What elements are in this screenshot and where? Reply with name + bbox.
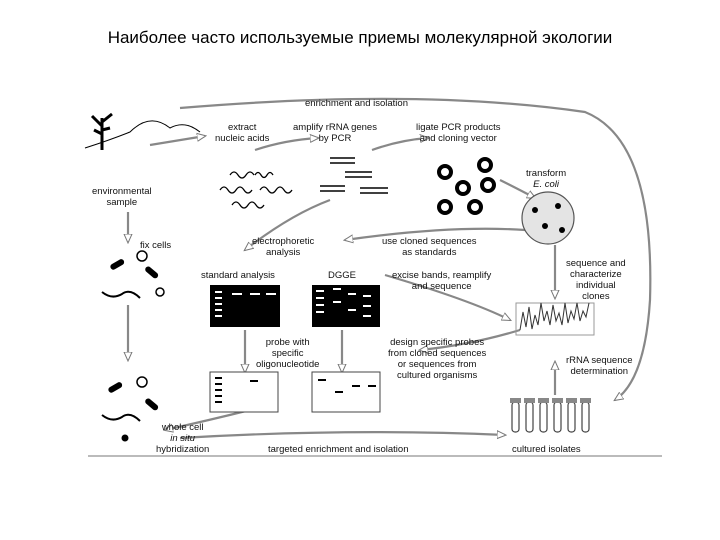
probe-blot-standard [209,371,279,413]
environmental-sample-icon [84,112,201,150]
arrow-to-extract [149,136,205,147]
arrow-extract-amplify [254,138,318,152]
petri-dish-icon [521,191,575,245]
slide-title: Наиболее часто используемые приемы молек… [107,28,613,47]
arrow-targeted [179,432,505,438]
label-cultured-isolates: cultured isolates [512,444,581,455]
nucleic-acid-strands [219,171,293,209]
arrow-amplify-electro [245,198,331,250]
arrow-amplify-ligate [371,138,428,152]
label-targeted-enrichment: targeted enrichment and isolation [268,444,409,455]
arrow-dgge-excise [384,273,510,320]
arrow-clone-standards [345,227,526,240]
dgge-gel [312,285,380,327]
arrow-enrichment-top [179,97,652,400]
standard-gel [210,285,280,327]
label-fix-cells: fix cells [140,240,172,251]
cloning-vectors [437,157,496,215]
hybridized-cells-icon [101,376,159,442]
label-enrichment-isolation: enrichment and isolation [305,98,408,109]
pcr-products [320,157,388,194]
fixed-cells-icon [101,250,165,299]
culture-tubes [511,401,590,433]
arrow-seq-design [420,328,521,350]
label-dgge: DGGE [328,270,356,281]
flow-arrows [128,97,652,438]
culture-tube-caps [510,398,591,403]
sequencing-trace [515,302,595,336]
label-standard-analysis: standard analysis [201,270,275,281]
probe-blot-dgge [311,371,381,413]
